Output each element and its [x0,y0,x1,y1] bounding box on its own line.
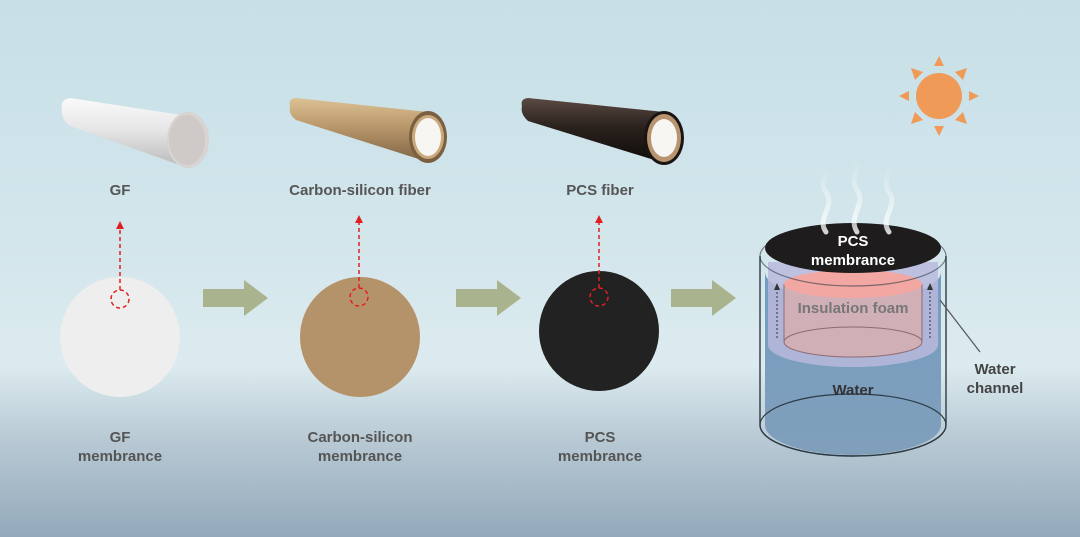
carbon-silicon-membrane-label-line1: Carbon-silicon [307,429,413,446]
pcs-membrane-label-line1: PCS [584,429,616,446]
gf-fiber [61,98,209,168]
insulation-foam-label: Insulation foam [797,300,909,317]
carbon-silicon-membrane-label: Carbon-silicon membrance [280,428,440,466]
sun-icon [899,56,979,136]
pcs-fiber [521,98,684,165]
gf-membrane-label: GF membrance [60,428,180,466]
water-channel-label: Water channel [955,360,1035,398]
water-channel-label-line2: channel [966,380,1024,397]
water-channel-label-line1: Water [974,361,1016,378]
gf-membrane-label-line1: GF [109,429,131,446]
gf-fiber-label: GF [109,182,131,199]
device-top-membrane-label-line1: PCS [837,233,869,250]
device-top-membrane-label: PCS membrance [793,232,913,270]
process-arrow-3 [671,280,736,316]
dashed-marker-pcs [589,222,609,307]
water-label: Water [832,382,874,399]
dashed-marker-carbon-silicon [349,222,369,307]
pcs-membrane-label: PCS membrance [540,428,660,466]
pcs-fiber-label: PCS fiber [566,182,634,199]
process-arrow-2 [456,280,521,316]
carbon-silicon-fiber-label: Carbon-silicon fiber [289,182,431,199]
gf-membrane [60,277,180,397]
process-arrow-1 [203,280,268,316]
carbon-silicon-membrane-label-line2: membrance [317,448,403,465]
pcs-membrane [539,271,659,391]
gf-membrane-label-line2: membrance [77,448,163,465]
carbon-silicon-fiber [289,98,447,163]
dashed-marker-gf [110,228,130,309]
evaporation-device [759,223,981,457]
device-top-membrane-label-line2: membrance [810,252,896,269]
pcs-membrane-label-line2: membrance [557,448,643,465]
carbon-silicon-membrane [300,277,420,397]
steam [820,157,895,235]
